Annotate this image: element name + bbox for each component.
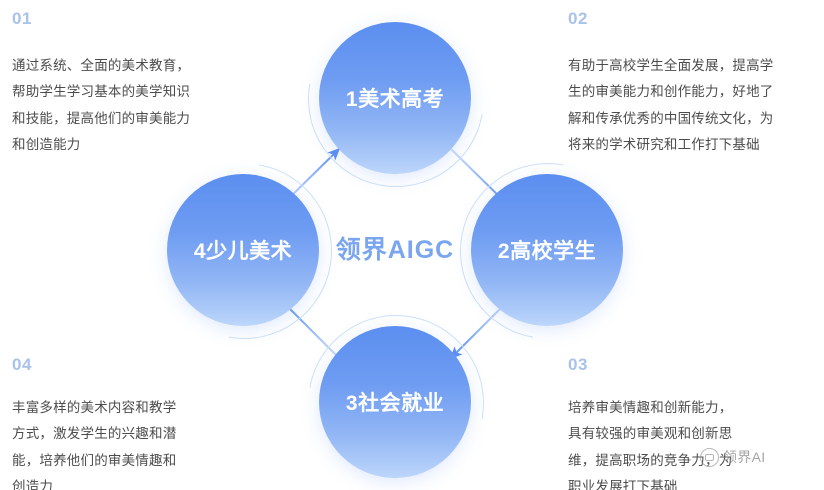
center-brand-label: 领界AIGC [335,236,455,264]
node-1-label: 1美术高考 [345,88,445,111]
info-block-01: 01 通过系统、全面的美术教育， 帮助学生学习基本的美学知识 和技能，提高他们的… [12,10,262,158]
watermark-text: 领界AI [723,449,766,465]
cycle-node-3[interactable]: 3社会就业 [273,280,519,490]
info-block-04-text: 丰富多样的美术内容和教学 方式，激发学生的兴趣和潜 能，培养他们的审美情趣和 创… [12,400,177,490]
node-2-circle[interactable]: 2高校学生 [471,174,623,326]
info-block-04-number: 04 [12,355,32,374]
node-4-label: 4少儿美术 [193,240,293,263]
info-block-02-number: 02 [568,9,588,28]
cycle-node-4[interactable]: 4少儿美术 [121,128,367,374]
info-block-01-text: 通过系统、全面的美术教育， 帮助学生学习基本的美学知识 和技能，提高他们的审美能… [12,58,191,152]
cycle-node-2[interactable]: 2高校学生 [425,128,671,374]
cycle-diagram: 1美术高考 2高校学生 3社会就业 4少儿美术 领界AIGC [95,0,695,490]
node-3-label: 3社会就业 [345,392,445,415]
watermark-logo-icon [700,447,719,467]
info-block-01-number: 01 [12,9,32,28]
info-block-03: 03 培养审美情趣和创新能力， 具有较强的审美观和创新思 维，提高职场的竞争力，… [568,356,818,490]
cycle-node-1[interactable]: 1美术高考 [273,0,519,222]
info-block-04: 04 丰富多样的美术内容和教学 方式，激发学生的兴趣和潜 能，培养他们的审美情趣… [12,356,262,490]
info-block-02: 02 有助于高校学生全面发展，提高学 生的审美能力和创作能力，好地了 解和传承优… [568,10,818,158]
watermark: 领界AI [700,447,765,467]
arrow-3-to-4 [279,298,340,359]
info-block-03-text: 培养审美情趣和创新能力， 具有较强的审美观和创新思 维，提高职场的竞争力，为 职… [568,400,733,490]
node-4-circle[interactable]: 4少儿美术 [167,174,319,326]
info-block-03-number: 03 [568,355,588,374]
node-2-label: 2高校学生 [497,240,597,263]
info-block-02-text: 有助于高校学生全面发展，提高学 生的审美能力和创作能力，好地了 解和传承优秀的中… [568,58,774,152]
node-1-circle[interactable]: 1美术高考 [319,22,471,174]
node-3-circle[interactable]: 3社会就业 [319,326,471,478]
